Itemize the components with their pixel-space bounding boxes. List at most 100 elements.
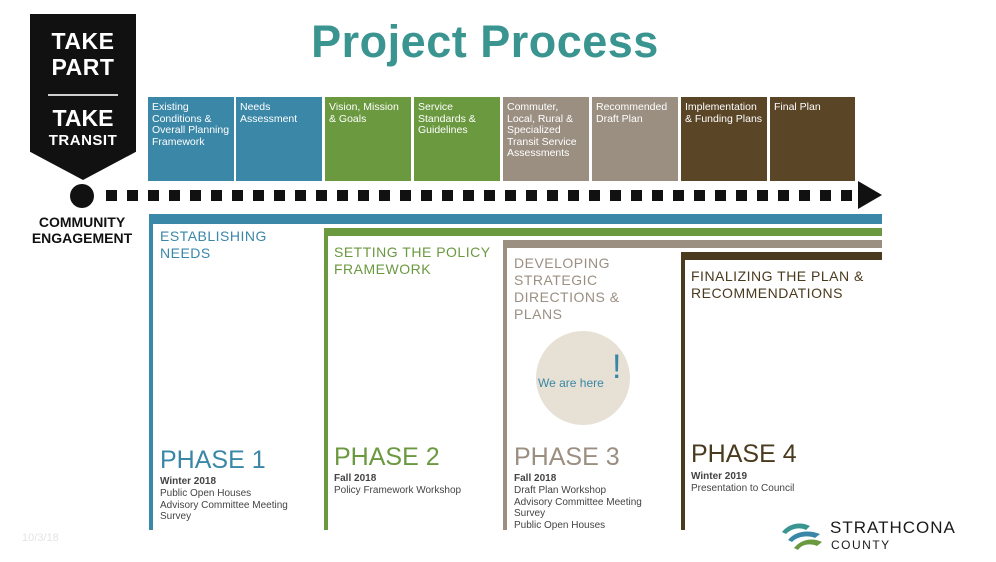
banner-line-3: TAKE [52, 105, 114, 131]
step-vision-mission: Vision, Mission & Goals [325, 97, 411, 181]
phase-3-heading: DEVELOPING STRATEGIC DIRECTIONS & PLANS [514, 255, 620, 322]
phase-4-heading: FINALIZING THE PLAN & RECOMMENDATIONS [691, 268, 864, 301]
step-label: Implementation & Funding Plans [685, 101, 763, 125]
step-existing-conditions: Existing Conditions & Overall Planning F… [148, 97, 234, 181]
step-final-plan: Final Plan [770, 97, 855, 181]
we-are-here-label: We are here [538, 376, 604, 390]
step-label: Final Plan [774, 101, 821, 113]
list-item: Draft Plan Workshop [514, 485, 607, 496]
timeline-dash [337, 190, 348, 201]
timeline-dash [169, 190, 180, 201]
phase-4-items: Presentation to Council [691, 483, 794, 495]
timeline-dash [610, 190, 621, 201]
timeline-dash [799, 190, 810, 201]
timeline-dash [694, 190, 705, 201]
timeline-dash [505, 190, 516, 201]
list-item: Public Open Houses [160, 488, 252, 499]
list-item: Policy Framework Workshop [334, 485, 462, 496]
step-label: Service Standards & Guidelines [418, 101, 476, 136]
list-item: Presentation to Council [691, 483, 795, 494]
timeline-dash [652, 190, 663, 201]
community-engagement-label: COMMUNITY ENGAGEMENT [31, 214, 133, 246]
timeline-dash [274, 190, 285, 201]
banner-line-2: PART [51, 54, 115, 80]
banner-take-part: TAKE PART [30, 28, 136, 80]
timeline-dash [547, 190, 558, 201]
timeline-dash [820, 190, 831, 201]
timeline-dash [358, 190, 369, 201]
page-title: Project Process [311, 16, 659, 67]
timeline-dash [526, 190, 537, 201]
step-service-standards: Service Standards & Guidelines [414, 97, 500, 181]
phase-2-heading: SETTING THE POLICY FRAMEWORK [334, 244, 491, 277]
phase-1-heading: ESTABLISHING NEEDS [160, 228, 267, 261]
phase-3-items: Draft Plan Workshop Advisory Committee M… [514, 485, 642, 531]
phase-3-top-bar [503, 240, 882, 248]
timeline-dash [631, 190, 642, 201]
step-needs-assessment: Needs Assessment [236, 97, 322, 181]
list-item: Public Open Houses [514, 519, 606, 531]
we-are-here-marker [536, 331, 630, 425]
step-label: Existing Conditions & Overall Planning F… [152, 101, 230, 148]
timeline-dash [148, 190, 159, 201]
phase-4-date: Winter 2019 [691, 471, 748, 482]
phase-4-left-bar [681, 252, 685, 530]
timeline-dash [190, 190, 201, 201]
phase-4-top-bar [681, 252, 882, 260]
logo-line-1: STRATHCONA [830, 518, 956, 537]
phase-3-left-bar [503, 240, 507, 530]
phase-2-date: Fall 2018 [334, 473, 377, 484]
list-item: Advisory Committee Meeting [514, 496, 642, 508]
step-label: Recommended Draft Plan [596, 101, 668, 125]
phase-4-name: PHASE 4 [691, 440, 797, 468]
logo-line-2: COUNTY [831, 538, 891, 552]
timeline-dash [400, 190, 411, 201]
timeline-dash [673, 190, 684, 201]
timeline-dash [316, 190, 327, 201]
list-item: Advisory Committee Meeting [160, 499, 288, 511]
phase-3-date: Fall 2018 [514, 473, 557, 484]
banner-line-1: TAKE [51, 28, 115, 54]
phase-2-items: Policy Framework Workshop [334, 485, 461, 497]
banner-line-4: TRANSIT [48, 132, 118, 149]
phase-2-name: PHASE 2 [334, 443, 440, 471]
phase-1-top-bar [149, 214, 882, 224]
timeline-dash [589, 190, 600, 201]
timeline-dash [295, 190, 306, 201]
timeline-dash [736, 190, 747, 201]
phase-2-top-bar [324, 228, 882, 236]
phase-2-left-bar [324, 228, 328, 530]
phase-1-items: Public Open Houses Advisory Committee Me… [160, 488, 288, 523]
banner-divider [48, 94, 118, 96]
list-item: Survey [514, 508, 546, 519]
timeline-dash [463, 190, 474, 201]
timeline-dash [127, 190, 138, 201]
exclamation-icon: ! [612, 348, 622, 386]
take-part-banner: TAKE PART TAKE TRANSIT [30, 14, 136, 180]
timeline-dash [568, 190, 579, 201]
phase-1-name: PHASE 1 [160, 446, 266, 474]
phase-3-name: PHASE 3 [514, 443, 620, 471]
timeline-dash [211, 190, 222, 201]
step-label: Needs Assessment [240, 101, 298, 125]
phase-1-left-bar [149, 214, 153, 530]
timeline-dash [232, 190, 243, 201]
phase-1-date: Winter 2018 [160, 476, 217, 487]
step-recommended-draft: Recommended Draft Plan [592, 97, 678, 181]
step-implementation: Implementation & Funding Plans [681, 97, 767, 181]
timeline-dash [442, 190, 453, 201]
strathcona-logo-icon [782, 523, 822, 550]
timeline-arrow-icon [858, 181, 882, 209]
timeline-dash [106, 190, 117, 201]
timeline-dash [778, 190, 789, 201]
step-label: Commuter, Local, Rural & Specialized Tra… [507, 101, 577, 159]
timeline-dash [421, 190, 432, 201]
timeline-dash [379, 190, 390, 201]
timeline-dash [841, 190, 852, 201]
step-label: Vision, Mission & Goals [329, 101, 399, 125]
timeline-start-dot [70, 184, 94, 208]
timeline-dash [484, 190, 495, 201]
date-stamp: 10/3/18 [22, 532, 59, 544]
list-item: Survey [160, 511, 192, 522]
timeline-dash [253, 190, 264, 201]
